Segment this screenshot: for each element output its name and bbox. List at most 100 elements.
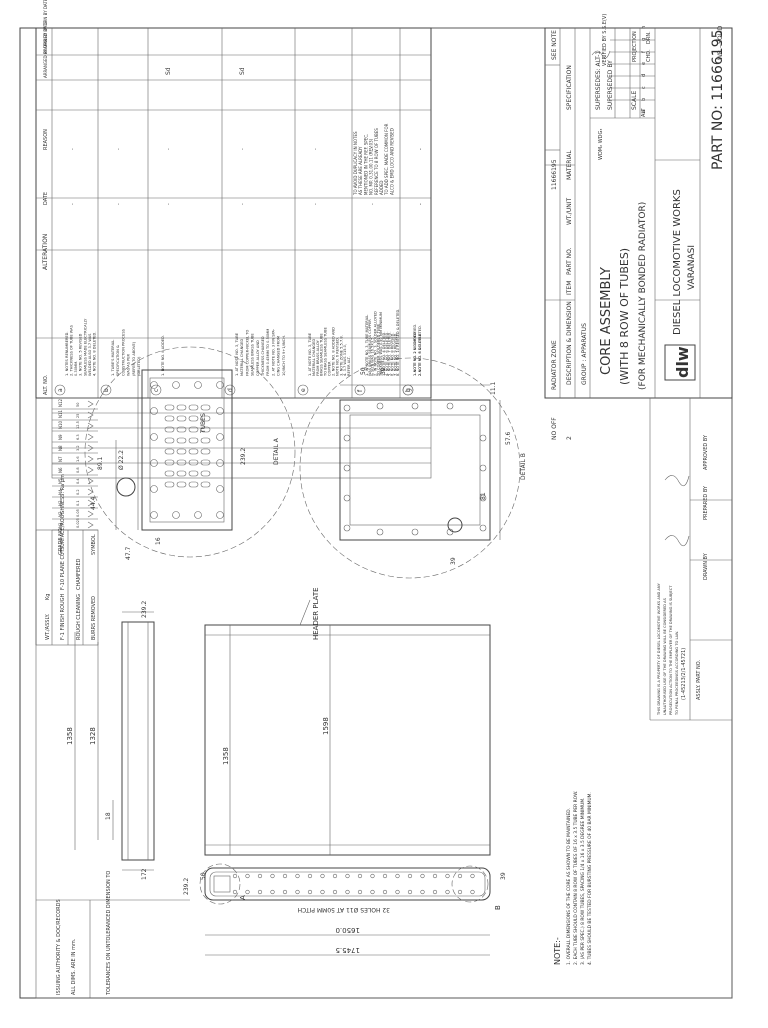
units-label: ALL DIMS. ARE IN mm. (71, 938, 77, 995)
bolt-hole (343, 494, 351, 502)
verifier-signature (591, 50, 611, 59)
bolt-hole (479, 524, 487, 532)
alt-no-header: ALT. NO. (43, 374, 49, 395)
dim-239-side: 239.2 (141, 601, 148, 618)
alteration-text: TO BRASS SEAMLESS TUBE (324, 326, 328, 377)
alteration-text: WAS AS PER (127, 353, 131, 376)
wt-label: WT./UNIT (566, 198, 573, 225)
works-name-line2: VARANASI (687, 245, 697, 290)
alteration-text: SEAMLESS MADE ELECTRICALLY (83, 318, 87, 376)
title-block: RADIATOR ZONE 11666195 SEE NOTE DESCRIPT… (544, 14, 733, 440)
tube-cross-section (164, 448, 175, 455)
bolt-hole (345, 873, 350, 879)
bolt-hole (470, 873, 475, 879)
bolt-hole (320, 873, 325, 879)
bolt-hole (232, 873, 238, 879)
alt-letter-circle (224, 384, 236, 396)
tube-cross-section (188, 404, 199, 411)
bolt-hole (216, 433, 224, 441)
grade-no-label: GRADE NO (58, 528, 64, 555)
empty-cell: - (418, 203, 424, 205)
bolt-hole (445, 873, 450, 879)
superseded-label: SUPERSEDES: ALT-1 (595, 51, 602, 110)
alteration-text: MATERIAL CHANGED (240, 339, 244, 376)
tube-cross-section (164, 415, 175, 422)
dim-39b: 39 (450, 557, 457, 565)
empty-cell: - (70, 148, 76, 150)
alteration-rows: a1. NOTES RENUMBERED.2. THICKNESS OF TUB… (54, 67, 424, 396)
ra-value: 0.05 (76, 509, 80, 517)
alt-label: ALT (641, 107, 647, 117)
grade-no: N7 (58, 456, 63, 462)
alteration-text: 1. AT NOTE NO. 3, TUBE (308, 332, 312, 376)
bolt-hole (150, 407, 158, 415)
alteration-text: 4. NOTE NO. 8 DELETED. (92, 332, 96, 376)
bolt-hole (457, 889, 463, 895)
radiator-zone-label: RADIATOR ZONE (551, 340, 558, 390)
alt-letter: d (227, 388, 234, 392)
detail-b-label: DETAIL B (520, 453, 527, 480)
dim-1358: 1358 (66, 727, 74, 745)
bolt-hole (332, 873, 338, 879)
alteration-text: 0.30MM. (74, 361, 78, 376)
scale-label: SCALE (631, 91, 638, 110)
bolt-hole (420, 873, 425, 879)
spec-label: SPECIFICATION (566, 65, 573, 110)
alt-letter-circle (54, 384, 66, 396)
alteration-text: & SIZE WAS 16.5X3.5. (371, 336, 375, 376)
empty-cell: - (240, 148, 246, 150)
assly-part-label: ASSLY. PART NO. (696, 660, 702, 700)
alteration-text: 3. NOTE NO. 5 REVISED (79, 333, 83, 376)
grade-no: N4 (58, 489, 63, 495)
reason-text: NO. MP. 0.31.00.11 (REV.03) (369, 138, 374, 195)
alteration-row: c1. NOTE NO. 8 ADDED.Sd-- (150, 67, 172, 396)
bolt-hole (150, 381, 158, 389)
ra-value: 50 (76, 403, 80, 407)
bolt-hole (245, 889, 250, 895)
grade-no: N6 (58, 467, 63, 473)
empty-cell: - (166, 203, 172, 205)
alteration-text: 1. NOTE NO. 8 ADDED. (161, 335, 165, 376)
grade-no: N10 (58, 420, 63, 429)
alt-letter-cell: f (641, 51, 647, 53)
see-note: SEE NOTE (551, 30, 558, 60)
bolt-hole (395, 873, 400, 879)
tube-cross-section (176, 448, 187, 455)
alteration-row: d1. AT NOTE NO. 3, TUBE MATERIAL CHANGED… (224, 67, 286, 396)
reason-text: REFERENCE TO 8 ROW OF TUBES (374, 128, 379, 195)
dash-cells: -- (370, 148, 376, 205)
alt-letter: e (300, 388, 307, 392)
alteration-row: a1. NOTES RENUMBERED.2. THICKNESS OF TUB… (54, 148, 96, 396)
tube-cross-section (200, 470, 211, 477)
alteration-text: SEAMLESS BRASS TUBE (251, 333, 255, 376)
bolt-hole (343, 404, 351, 412)
bolt-hole (343, 464, 351, 472)
radiator-zone-value: 11666195 (551, 159, 558, 190)
alt-sign: Sd (165, 67, 172, 75)
bolt-hole (479, 434, 487, 442)
chd-label: CHD. (646, 49, 652, 62)
detail-a-label: DETAIL A (273, 437, 280, 465)
property-text: TO PENAL PROCEEDINGS ACCORDING TO LAW. (675, 631, 679, 716)
alteration-row: f1. IN NOTE NO. 3, TUBE MATERIAL WAS BRA… (354, 148, 400, 396)
alteration-text: THICKNESS CHANGED (261, 336, 265, 377)
bolt-hole (216, 459, 224, 467)
ra-value: 0.1 (76, 500, 80, 506)
empty-cell: - (166, 148, 172, 150)
bolt-hole (376, 402, 384, 410)
bolt-hole (420, 889, 425, 895)
group-label: GROUP : APPARATUS (581, 323, 588, 385)
roughness-symbol (87, 466, 94, 474)
alt-letter-circle (297, 384, 309, 396)
roughness-label: SURFACE/ROUGHNESS: Ra μm (60, 474, 66, 550)
date-header: DATE (43, 192, 49, 205)
assly-ref: (1-45213/2/1-45721) (681, 648, 687, 700)
alt-letter-cell: b (641, 98, 647, 101)
note-item: 3. (AS PER SPEC.) 8 ROW TUBES, SPACING 1… (580, 797, 586, 965)
side-view: 1358 1328 18 172 239.2 (66, 601, 155, 880)
roughness-symbol (87, 433, 94, 441)
alt-letter: b (103, 388, 110, 392)
empty-cell: - (116, 203, 122, 205)
ra-value: 12.5 (76, 421, 80, 429)
